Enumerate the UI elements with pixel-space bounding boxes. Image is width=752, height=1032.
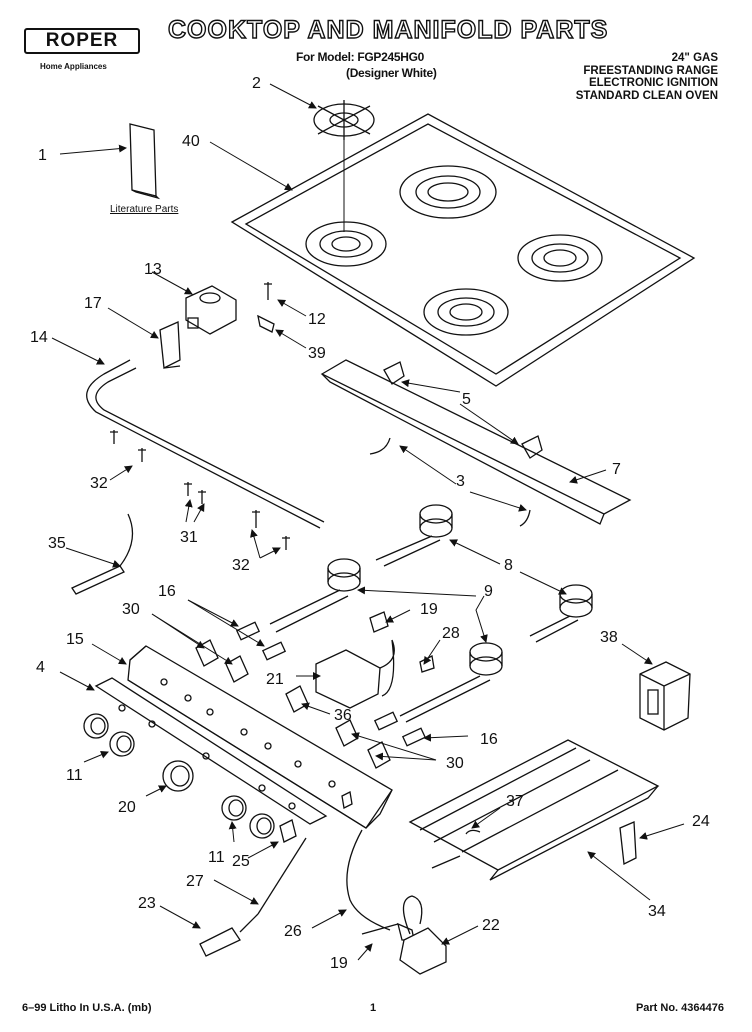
callout-25: 25 <box>232 853 250 870</box>
spec-line: STANDARD CLEAN OVEN <box>575 89 718 102</box>
manifold-screws <box>110 430 290 550</box>
igniter-electrode <box>71 513 134 595</box>
callout-11: 11 <box>66 767 83 784</box>
callout-5: 5 <box>462 391 471 408</box>
callout-9: 9 <box>484 583 493 600</box>
callout-19: 19 <box>330 955 348 972</box>
callout-36: 36 <box>334 707 352 724</box>
callout-4: 4 <box>36 659 45 676</box>
color-line: (Designer White) <box>346 66 437 80</box>
brand-subtitle: Home Appliances <box>40 62 107 71</box>
page-title: COOKTOP AND MANIFOLD PARTS <box>167 15 609 44</box>
control-panel <box>94 677 328 825</box>
ignition-switch <box>279 819 297 843</box>
footer-page-number: 1 <box>370 1002 377 1014</box>
brand-logo: ROPER <box>24 28 140 54</box>
callout-7: 7 <box>612 461 621 478</box>
callout-31: 31 <box>180 529 198 546</box>
literature-parts-label: Literature Parts <box>110 204 179 215</box>
callout-37: 37 <box>506 793 524 810</box>
spec-line: FREESTANDING RANGE <box>583 64 718 77</box>
spark-module <box>185 285 237 335</box>
callout-30: 30 <box>446 755 464 772</box>
callout-17: 17 <box>84 295 102 312</box>
spec-line: 24" GAS <box>671 52 718 64</box>
gas-fitting <box>619 821 637 865</box>
literature-booklet <box>129 123 161 200</box>
callout-38: 38 <box>600 629 618 646</box>
bake-burner-orifice <box>361 895 447 975</box>
burner-screw <box>264 282 272 300</box>
control-knobs <box>83 713 275 839</box>
callout-15: 15 <box>66 631 84 648</box>
callout-34: 34 <box>648 903 666 920</box>
footer-part-number: Part No. 4364476 <box>635 1002 724 1014</box>
callout-20: 20 <box>118 799 136 816</box>
burner-assemblies <box>269 504 593 723</box>
callout-3: 3 <box>456 473 465 490</box>
callout-1: 1 <box>38 147 47 164</box>
gas-valves <box>235 611 435 747</box>
callout-19: 19 <box>420 601 438 618</box>
spec-block: 24" GAS FREESTANDING RANGE ELECTRONIC IG… <box>576 52 718 102</box>
callout-39: 39 <box>308 345 326 362</box>
callout-24: 24 <box>692 813 710 830</box>
callout-35: 35 <box>48 535 66 552</box>
cooktop-panel <box>230 113 696 387</box>
callout-16: 16 <box>480 731 498 748</box>
callout-16: 16 <box>158 583 176 600</box>
burner-support-rail <box>320 359 632 527</box>
burner-heat-shield <box>408 739 660 881</box>
gas-tube <box>346 829 391 931</box>
spec-line: ELECTRONIC IGNITION <box>588 77 718 89</box>
manifold-panel <box>127 645 393 829</box>
gas-manifold-pipe <box>86 359 325 529</box>
callout-28: 28 <box>442 625 460 642</box>
junction-box <box>639 661 691 731</box>
callout-labels: 1 2 40 13 12 39 17 14 5 7 3 32 31 32 35 … <box>30 75 710 972</box>
manifold-bracket <box>159 321 181 370</box>
callout-21: 21 <box>266 671 284 688</box>
model-line: For Model: FGP245HG0 <box>296 50 425 64</box>
callout-12: 12 <box>308 311 326 328</box>
callout-13: 13 <box>144 261 162 278</box>
footer-print-info: 6–99 Litho In U.S.A. (mb) <box>22 1002 152 1014</box>
oven-igniter <box>199 837 307 957</box>
callout-32: 32 <box>90 475 108 492</box>
burner-clip <box>257 314 275 333</box>
oven-thermostat <box>315 639 395 709</box>
callout-23: 23 <box>138 895 156 912</box>
callout-11: 11 <box>208 849 225 866</box>
callout-40: 40 <box>182 133 200 150</box>
callout-8: 8 <box>504 557 513 574</box>
callout-14: 14 <box>30 329 48 346</box>
callout-26: 26 <box>284 923 302 940</box>
burner-grate <box>313 100 375 232</box>
callout-27: 27 <box>186 873 204 890</box>
callout-2: 2 <box>252 75 261 92</box>
callout-32: 32 <box>232 557 250 574</box>
callout-22: 22 <box>482 917 500 934</box>
callout-30: 30 <box>122 601 140 618</box>
